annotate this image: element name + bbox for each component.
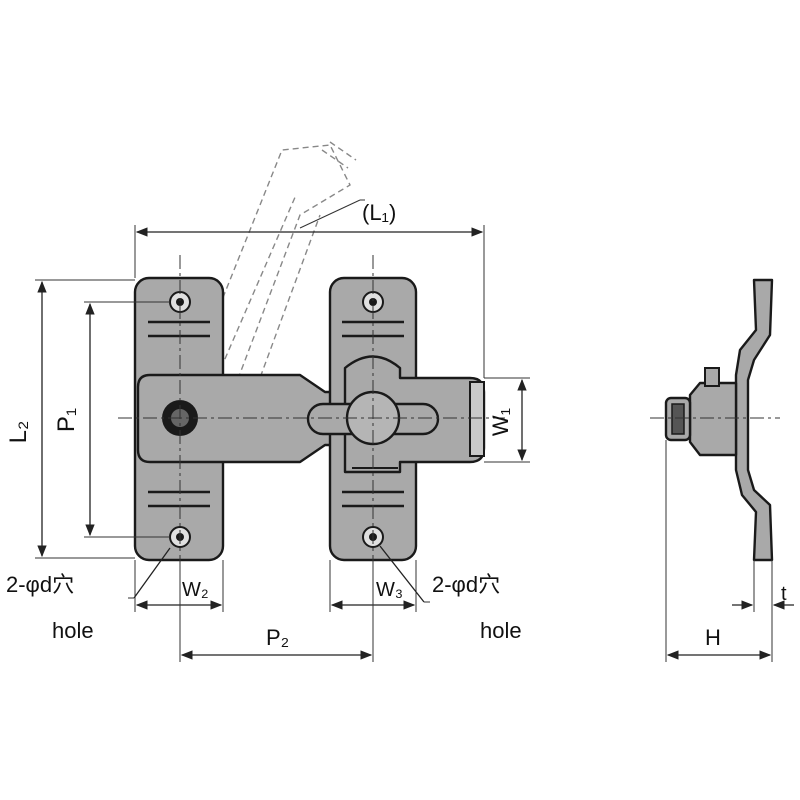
side-view: [650, 278, 780, 562]
right-hole-callout: 2-φd穴 hole: [379, 545, 522, 643]
label-p1: P₁: [53, 408, 80, 432]
dimension-t: t: [732, 560, 794, 612]
right-hole-label: 2-φd穴: [432, 572, 500, 597]
dimension-w2: W₂: [134, 560, 224, 612]
dimension-w1: W₁: [484, 377, 530, 463]
label-t: t: [781, 583, 787, 605]
label-h: H: [705, 625, 721, 650]
dimension-l1: (L₁): [134, 199, 485, 378]
right-hole-label-en: hole: [480, 618, 522, 643]
front-centerlines: [118, 255, 505, 565]
dimension-p2: P₂: [179, 560, 374, 662]
dimension-l2: L₂: [5, 279, 135, 559]
label-w1: W₁: [488, 408, 513, 436]
left-hole-label-en: hole: [52, 618, 94, 643]
left-hole-label: 2-φd穴: [6, 572, 74, 597]
dimension-p1: P₁: [53, 301, 170, 538]
label-w2: W₂: [182, 579, 209, 601]
label-p2: P₂: [266, 625, 289, 650]
left-hole-callout: 2-φd穴 hole: [6, 547, 171, 643]
label-l2: L₂: [5, 421, 32, 444]
label-l1: (L₁): [362, 200, 396, 225]
dimension-h: H: [665, 440, 773, 662]
right-top-hole: [362, 291, 384, 313]
label-w3: W₃: [376, 579, 403, 601]
